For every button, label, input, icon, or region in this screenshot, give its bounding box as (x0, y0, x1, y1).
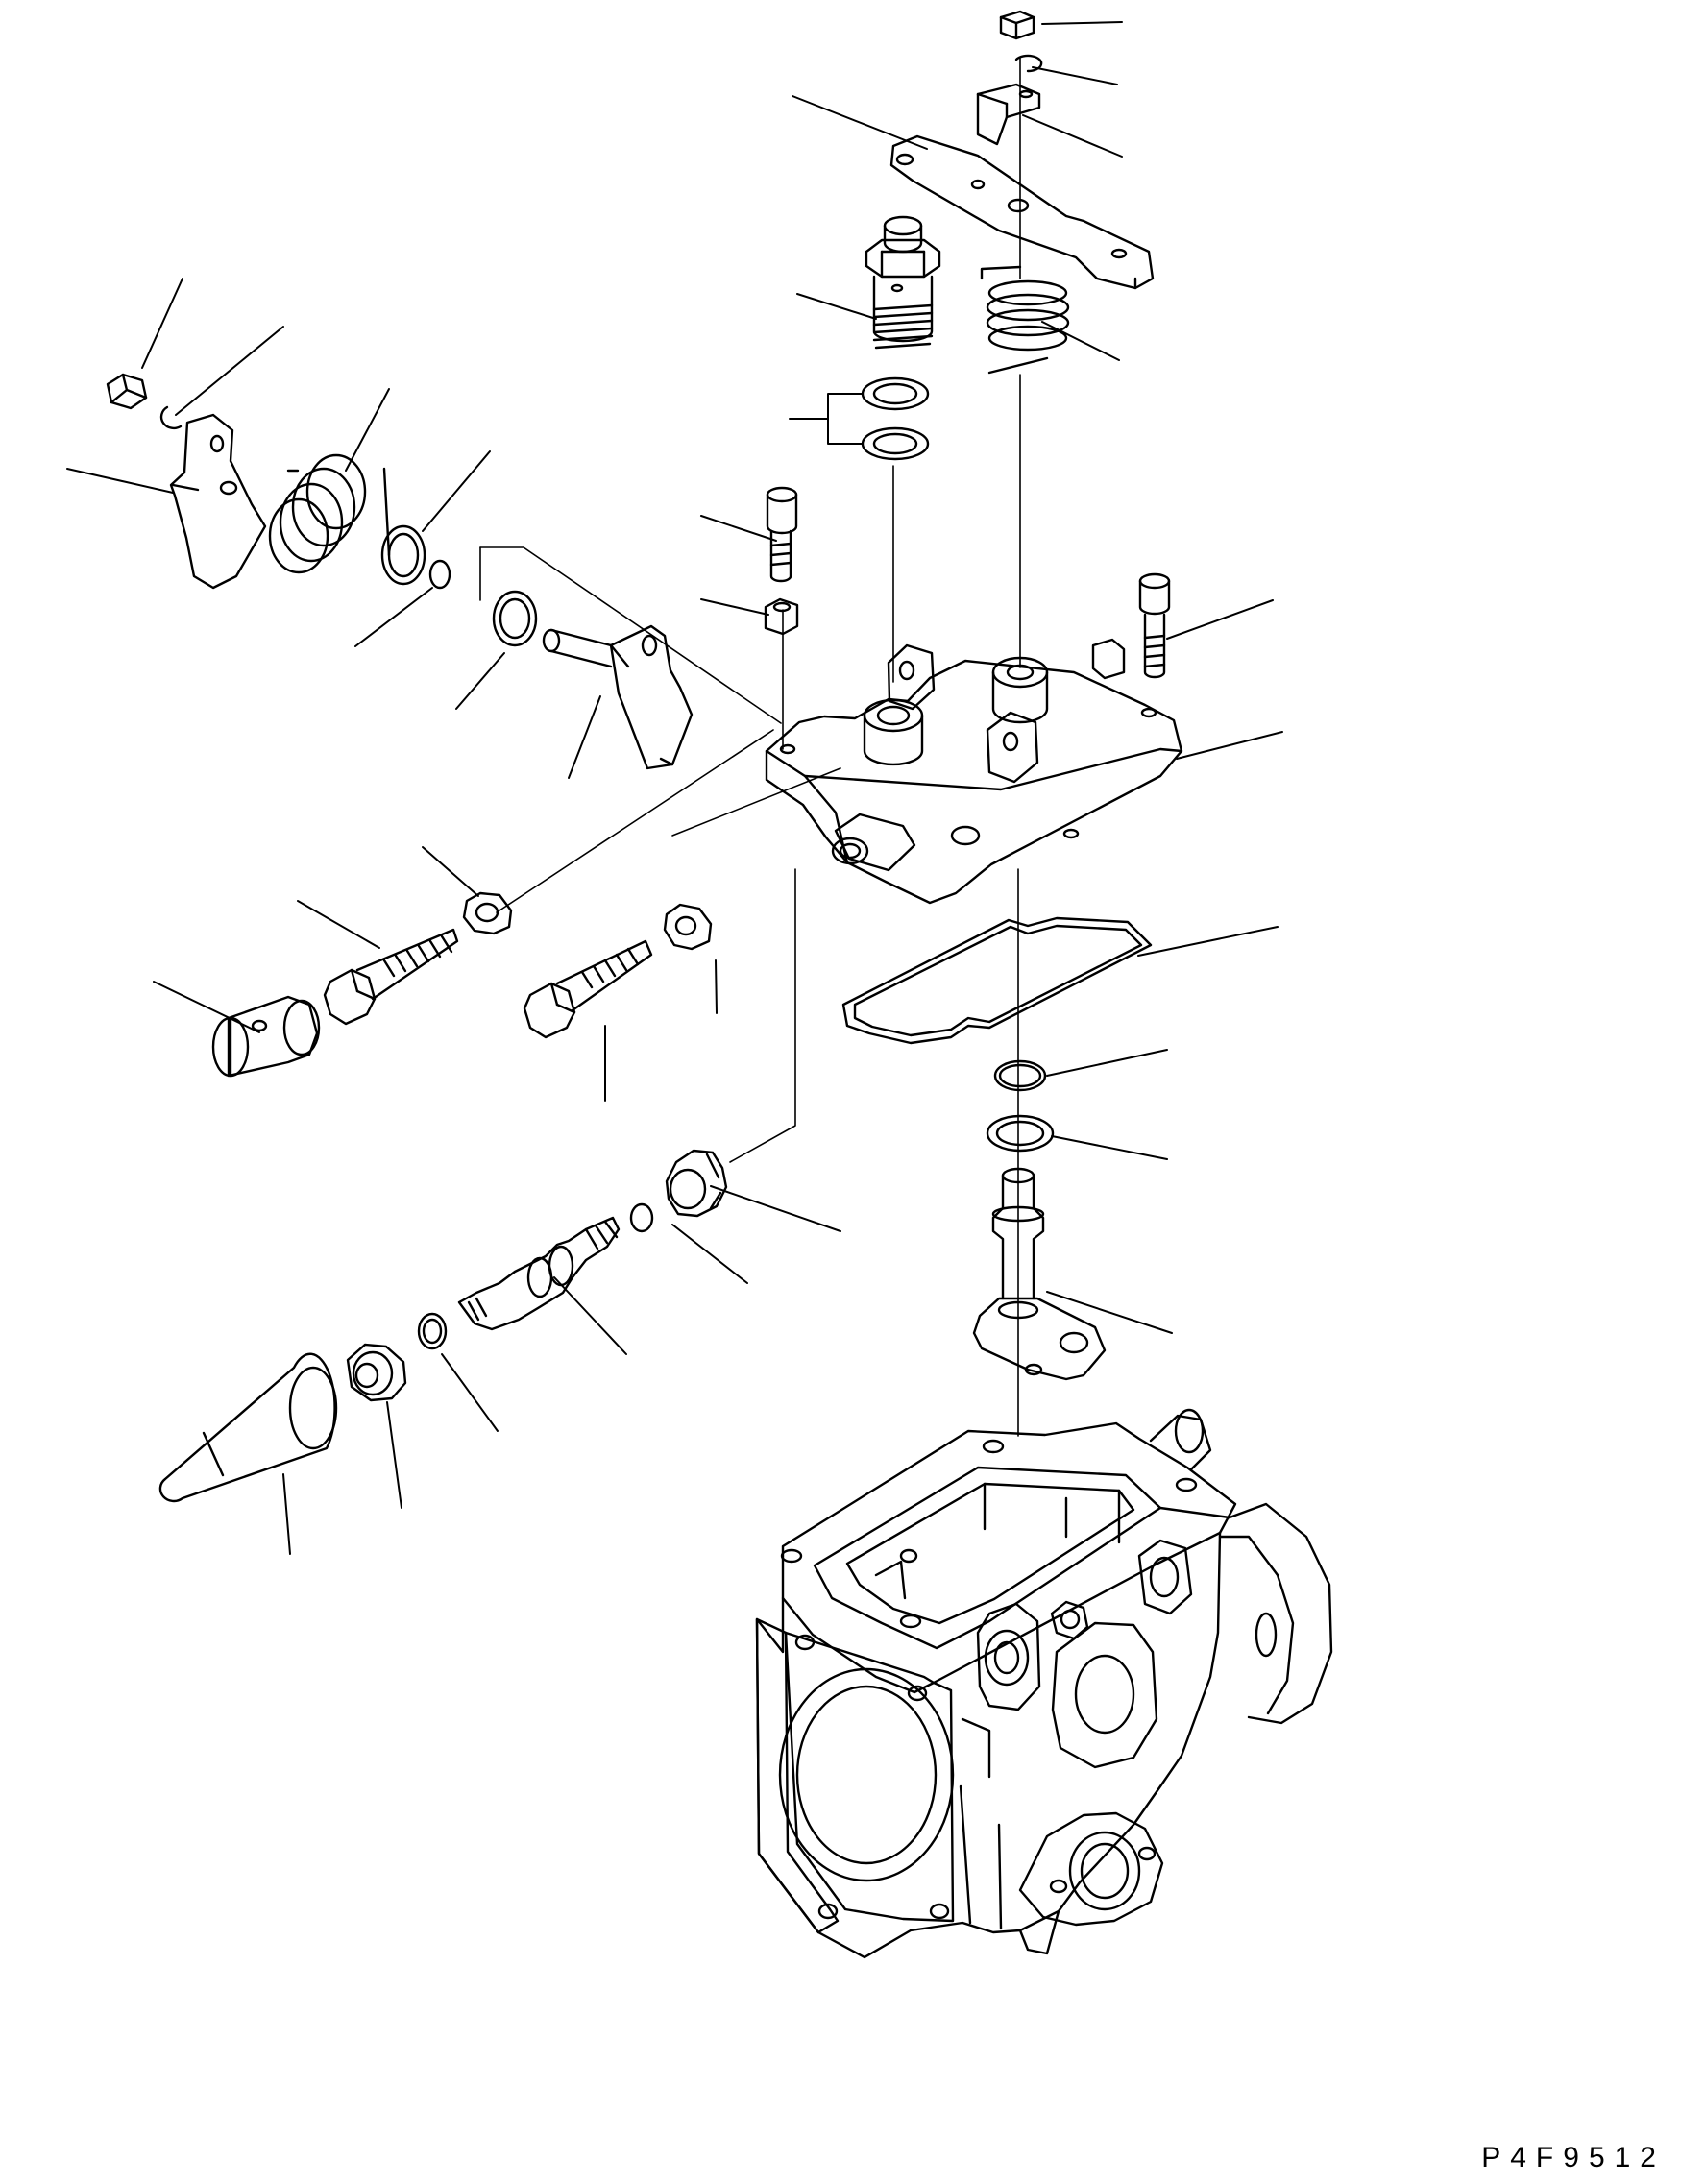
leader-line (1046, 1049, 1168, 1077)
center-line (479, 546, 782, 724)
shaft-washer (986, 1114, 1055, 1153)
gasket-washer-upper (861, 376, 930, 411)
leader-line (455, 652, 505, 710)
leader-bracket (827, 393, 863, 445)
leader-line (345, 388, 390, 472)
cover-gasket (841, 916, 1153, 1045)
leader-line (153, 981, 260, 1033)
leader-line (141, 278, 183, 369)
leader-line (175, 326, 284, 416)
nut-hex-1 (462, 891, 513, 935)
bracket (976, 83, 1041, 146)
return-spring-left (268, 453, 391, 574)
leader-line (671, 1224, 748, 1284)
leader-lines (66, 21, 1283, 1555)
leader-line (1176, 731, 1283, 760)
leader-line (441, 1353, 499, 1432)
left-snap-ring (159, 405, 183, 430)
pump-housing (755, 1408, 1333, 1959)
leader-line (710, 1185, 841, 1232)
leader-line (1041, 321, 1120, 361)
leader-line (1137, 926, 1279, 957)
oring-shaft (492, 590, 538, 647)
left-nut (106, 373, 148, 410)
leader-line (386, 1401, 402, 1509)
governor-cover (765, 638, 1183, 905)
delivery-valve-holder (865, 215, 941, 350)
leader-line (1046, 1291, 1173, 1334)
leader-line (354, 587, 433, 647)
small-oring-ball (629, 1202, 654, 1233)
cone-cap (158, 1352, 338, 1503)
shaft-oring (993, 1059, 1047, 1092)
top-snap-ring (1014, 54, 1043, 73)
center-line (729, 868, 796, 1163)
pin-cap (211, 995, 321, 1078)
cover-nut (764, 597, 799, 636)
leader-line (568, 695, 601, 779)
stop-shaft-lever (542, 624, 694, 770)
leader-line (700, 515, 777, 542)
leader-line (1032, 66, 1118, 85)
leader-line (796, 293, 877, 320)
leader-line (297, 900, 380, 949)
center-line (496, 729, 774, 913)
oring-left-small (428, 559, 451, 590)
fitting-nut (346, 1343, 407, 1402)
cover-bolt-short (766, 486, 798, 583)
leader-line (422, 450, 491, 532)
leader-line (553, 1276, 627, 1355)
governor-lever-plate (889, 134, 1155, 290)
center-line (671, 767, 841, 837)
oring-left-large (380, 524, 426, 586)
leader-line (1022, 114, 1123, 158)
leader-line (422, 846, 479, 897)
leader-line (700, 598, 769, 616)
leader-line (1166, 599, 1274, 640)
leader-line (792, 95, 928, 150)
leader-line (1051, 1135, 1168, 1160)
top-nut (999, 10, 1035, 40)
fitting-washer (417, 1312, 448, 1350)
leader-line (715, 959, 718, 1014)
governor-shaft (972, 1167, 1107, 1381)
stop-lever (169, 413, 267, 590)
injection-pipe-fitting (457, 1216, 621, 1331)
leader-line (1041, 21, 1123, 25)
adjusting-screw-1 (323, 928, 459, 1026)
governor-spring-right (980, 265, 1070, 375)
knurled-cap-nut (665, 1149, 728, 1218)
gasket-washer-lower (861, 426, 930, 461)
leader-line (282, 1473, 291, 1555)
cover-bolt-long (1138, 572, 1171, 679)
nut-hex-2 (663, 903, 713, 951)
leader-line (66, 468, 174, 494)
adjusting-screw-2 (523, 939, 653, 1039)
figure-code: P4F9512 (1481, 2142, 1666, 2173)
